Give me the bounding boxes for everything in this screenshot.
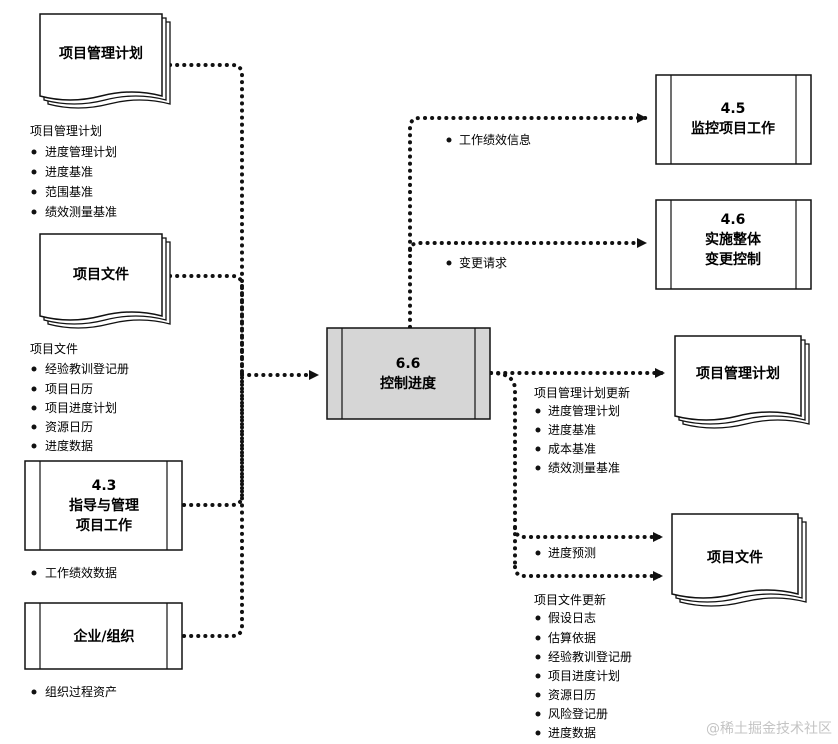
list-enterprise-organization: 组织过程资产 — [31, 684, 117, 699]
doc-project-documents-right: 项目文件 — [671, 513, 807, 607]
process-title-line1: 实施整体 — [705, 231, 762, 248]
list-item: 估算依据 — [548, 630, 596, 645]
doc-project-documents-left: 项目文件 — [39, 233, 171, 329]
flow-to-p45 — [408, 113, 648, 329]
list-project-documents: 项目文件 经验教训登记册 项目日历 项目进度计划 资源日历 进度数据 — [30, 341, 129, 453]
process-number: 4.6 — [721, 212, 746, 228]
list-item: 进度管理计划 — [548, 403, 620, 418]
list-item: 进度基准 — [45, 164, 93, 179]
doc-title: 项目管理计划 — [696, 365, 780, 382]
list-item: 资源日历 — [548, 688, 596, 702]
watermark: @稀土掘金技术社区 — [706, 721, 832, 737]
process-title: 监控项目工作 — [691, 120, 775, 137]
process-number: 4.5 — [721, 101, 746, 117]
flow-to-docs-b — [513, 565, 664, 581]
label-work-performance-info: 工作绩效信息 — [459, 132, 531, 147]
doc-title: 项目文件 — [707, 549, 763, 566]
list-item: 资源日历 — [45, 420, 93, 434]
list-title: 项目管理计划更新 — [534, 385, 630, 400]
doc-title: 项目管理计划 — [59, 45, 143, 62]
list-item: 进度基准 — [548, 422, 596, 437]
list-item: 绩效测量基准 — [45, 204, 117, 219]
list-item: 进度数据 — [45, 438, 93, 453]
process-title-line2: 项目工作 — [76, 517, 132, 534]
process-number: 4.3 — [92, 478, 117, 494]
flow-to-p46 — [408, 238, 648, 252]
list-item: 组织过程资产 — [45, 684, 117, 699]
process-title: 控制进度 — [380, 375, 437, 392]
list-pmp-updates: 项目管理计划更新 进度管理计划 进度基准 成本基准 绩效测量基准 — [534, 385, 630, 475]
process-6-6-center: 6.6 控制进度 — [326, 327, 491, 420]
list-item: 风险登记册 — [548, 706, 608, 721]
list-item: 项目日历 — [45, 382, 93, 396]
list-project-management-plan: 项目管理计划 进度管理计划 进度基准 范围基准 绩效测量基准 — [30, 123, 117, 219]
doc-project-management-plan-left: 项目管理计划 — [39, 13, 171, 109]
list-item: 绩效测量基准 — [548, 460, 620, 475]
list-title: 项目管理计划 — [30, 123, 102, 138]
process-title-line1: 指导与管理 — [69, 497, 139, 514]
flow-left-pmp — [168, 63, 244, 377]
doc-title: 项目文件 — [73, 266, 129, 283]
box-enterprise-organization: 企业/组织 — [24, 602, 183, 670]
list-process-4-3: 工作绩效数据 — [31, 565, 117, 580]
list-item: 项目进度计划 — [45, 400, 117, 415]
list-item: 进度数据 — [548, 725, 596, 740]
list-docs-updates: 项目文件更新 假设日志 估算依据 经验教训登记册 项目进度计划 资源日历 风险登… — [534, 592, 632, 740]
flow-to-docs-a — [513, 526, 664, 542]
list-title: 项目文件 — [30, 341, 78, 356]
label-change-request: 变更请求 — [459, 255, 507, 270]
flow-lines — [168, 63, 666, 638]
process-4-6: 4.6 实施整体 变更控制 — [655, 199, 812, 290]
box-title: 企业/组织 — [72, 628, 134, 645]
process-4-3: 4.3 指导与管理 项目工作 — [24, 460, 183, 551]
list-item: 假设日志 — [548, 611, 596, 625]
list-item: 范围基准 — [45, 185, 93, 199]
list-item: 工作绩效数据 — [45, 565, 117, 580]
flow-left-org — [182, 373, 244, 638]
list-item: 经验教训登记册 — [45, 361, 129, 376]
process-title-line2: 变更控制 — [705, 251, 761, 268]
flow-left-p43 — [182, 373, 244, 507]
doc-project-management-plan-right: 项目管理计划 — [674, 335, 810, 429]
list-title: 项目文件更新 — [534, 592, 606, 607]
label-schedule-forecast: 进度预测 — [548, 545, 596, 560]
flow-left-docs — [168, 274, 244, 377]
process-4-5: 4.5 监控项目工作 — [655, 74, 812, 165]
process-number: 6.6 — [396, 356, 421, 372]
flow-down-trunk — [489, 371, 517, 569]
list-item: 项目进度计划 — [548, 668, 620, 683]
list-item: 成本基准 — [548, 442, 596, 456]
list-item: 经验教训登记册 — [548, 649, 632, 664]
list-item: 进度管理计划 — [45, 144, 117, 159]
